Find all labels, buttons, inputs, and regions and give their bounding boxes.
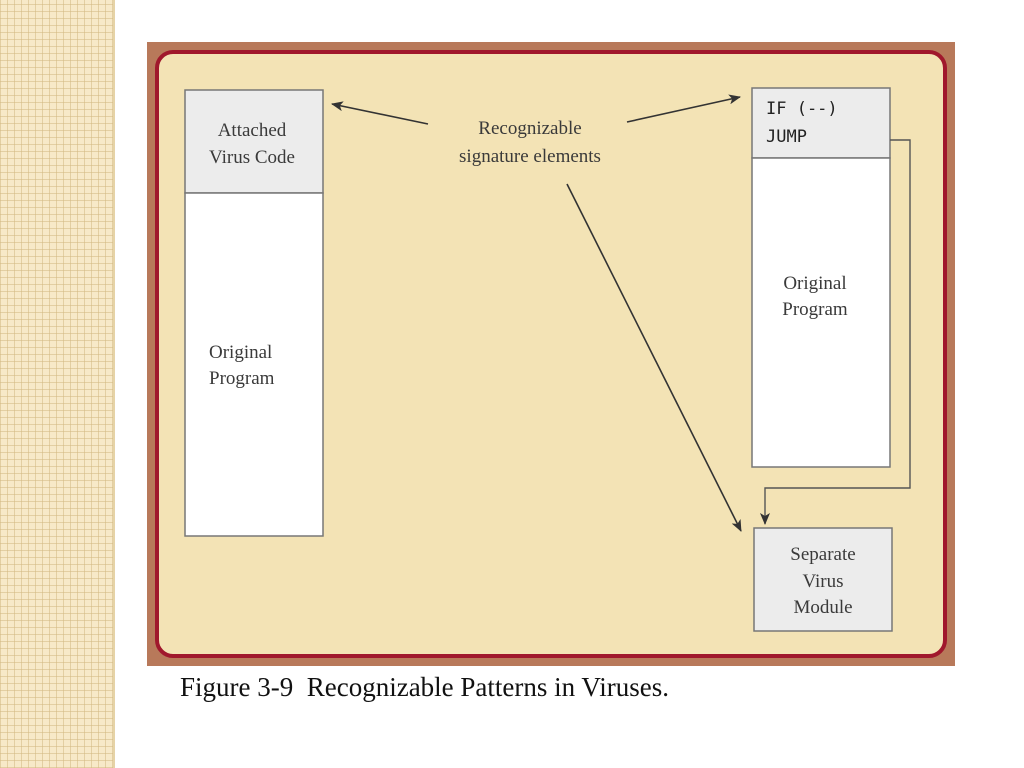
module-label-2: Virus: [802, 571, 843, 592]
decorative-side-strip: [0, 0, 115, 768]
arrow-to-virus-module: [566, 183, 742, 532]
left-original-label-1: Original: [209, 342, 272, 363]
left-original-label-2: Program: [209, 368, 275, 389]
right-original-label-1: Original: [783, 273, 846, 294]
left-original-program-box: [184, 192, 324, 537]
jump-connector-arrow: [760, 139, 911, 525]
signature-label-1: Recognizable: [478, 118, 581, 139]
attached-virus-label-1: Attached: [218, 120, 287, 141]
figure-caption: Figure 3-9 Recognizable Patterns in Viru…: [180, 672, 670, 702]
module-label-1: Separate: [790, 544, 855, 565]
arrow-to-if-jump: [626, 94, 741, 123]
module-label-3: Module: [793, 597, 852, 618]
right-original-label-2: Program: [782, 299, 848, 320]
code-line-if: IF (--): [766, 99, 838, 119]
attached-virus-label-2: Virus Code: [209, 147, 295, 168]
attached-virus-code-box: [184, 89, 324, 194]
code-line-jump: JUMP: [766, 127, 807, 147]
separate-virus-module-box: [753, 527, 893, 632]
code-signature-box: [751, 87, 891, 159]
right-original-program-box: [751, 157, 891, 468]
signature-label-2: signature elements: [459, 146, 601, 167]
arrow-to-attached-code: [331, 101, 429, 125]
